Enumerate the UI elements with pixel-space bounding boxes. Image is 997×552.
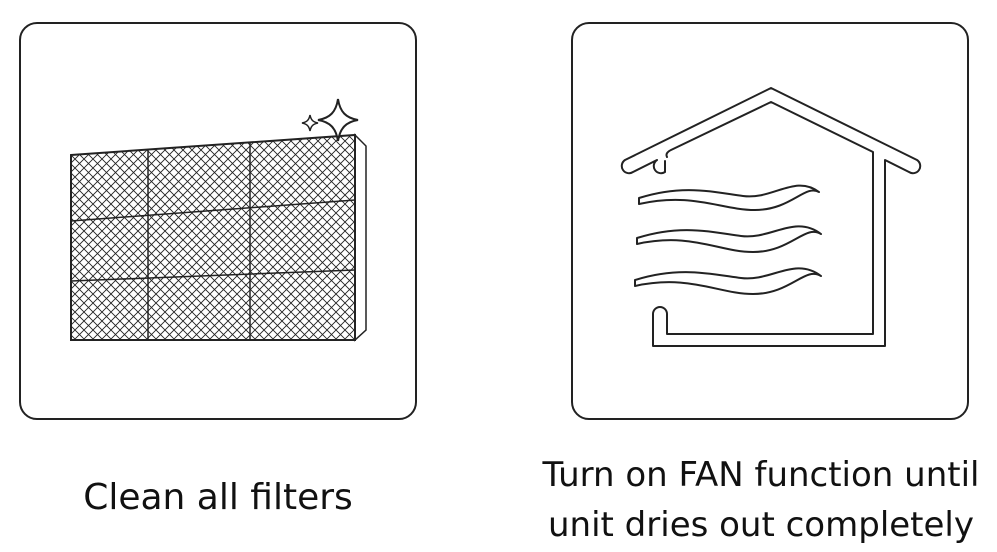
step-2-caption-line-1: Turn on FAN function until: [542, 455, 980, 495]
step-2-caption-line-2: unit dries out completely: [548, 505, 974, 545]
step-2-caption: Turn on FAN function until unit dries ou…: [525, 450, 997, 550]
air-wave-2: [636, 225, 822, 253]
filter-sparkle-icon: [70, 98, 367, 342]
sparkle-large: [317, 98, 359, 142]
house-airflow-icon: [620, 87, 922, 347]
step-1-caption: Clean all filters: [19, 474, 417, 522]
sparkle-small: [301, 114, 319, 132]
air-wave-3: [634, 267, 822, 295]
step-1-caption-line-1: Clean all filters: [83, 477, 353, 518]
step-1-panel: [19, 22, 417, 420]
filter-mesh: [70, 133, 356, 341]
air-wave-1: [638, 184, 820, 211]
house-outline: [620, 87, 922, 347]
step-2-panel: [571, 22, 969, 420]
